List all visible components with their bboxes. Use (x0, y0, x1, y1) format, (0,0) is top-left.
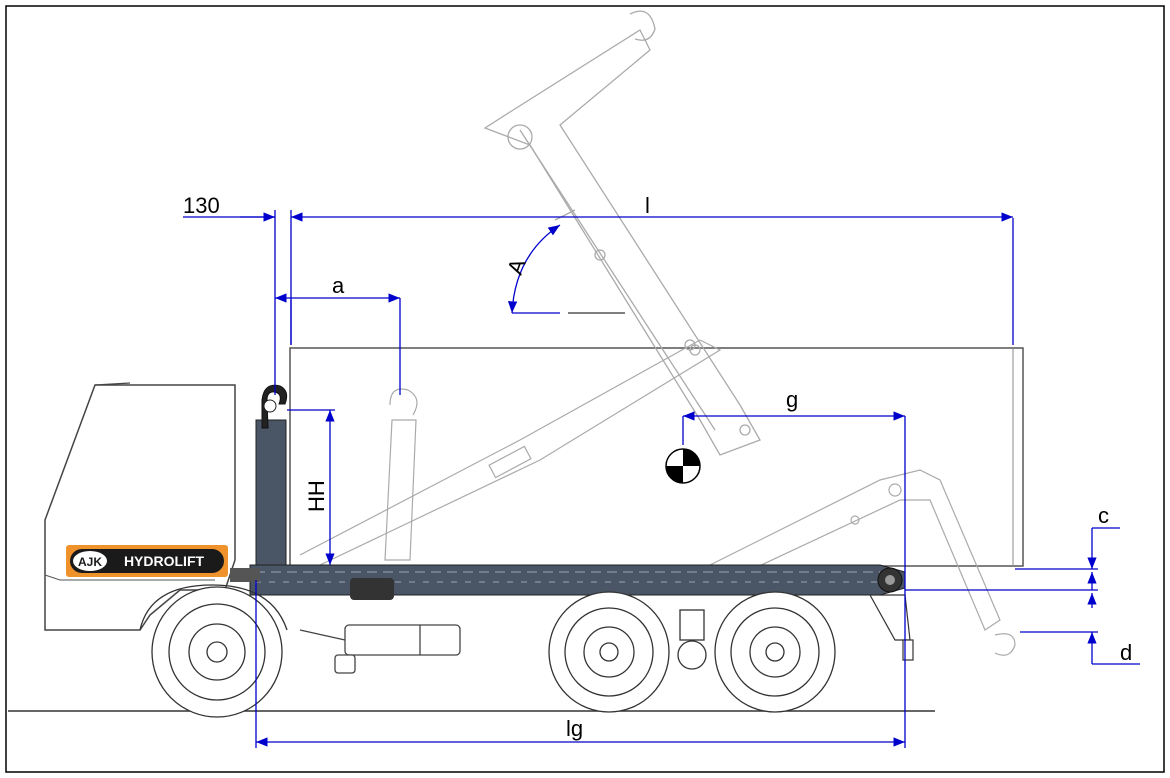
tandem-suspension (677, 609, 707, 670)
rear-wheel (714, 591, 836, 713)
hook-front-ghost (384, 388, 418, 561)
dim-label-HH: HH (304, 480, 329, 512)
dim-label-d: d (1120, 640, 1132, 665)
dim-label-A: A (502, 255, 531, 278)
lift-arm-mid-ghost (299, 339, 722, 566)
dimension-lines (183, 210, 1140, 748)
center-of-gravity-symbol (665, 448, 701, 484)
dim-label-130: 130 (183, 193, 220, 218)
lift-arm-rear-ghost (699, 469, 1016, 656)
dim-label-c: c (1098, 503, 1109, 528)
middle-wheel (548, 591, 670, 713)
logo-emblem: AJK (78, 555, 102, 569)
logo-brand: HYDROLIFT (124, 553, 205, 569)
dim-label-l: l (645, 193, 650, 218)
fuel-tank (299, 624, 461, 674)
dim-label-g: g (786, 387, 798, 412)
drawing-border (5, 5, 1165, 773)
hydrolift-logo: AJK HYDROLIFT (66, 545, 228, 577)
dim-label-lg: lg (566, 716, 583, 741)
hook-arm (255, 384, 288, 569)
front-wheel (139, 584, 288, 718)
lift-arm-raised-ghost (483, 10, 761, 456)
dim-label-a: a (332, 273, 345, 298)
truck-frame (230, 564, 906, 600)
rear-underride (868, 594, 914, 661)
